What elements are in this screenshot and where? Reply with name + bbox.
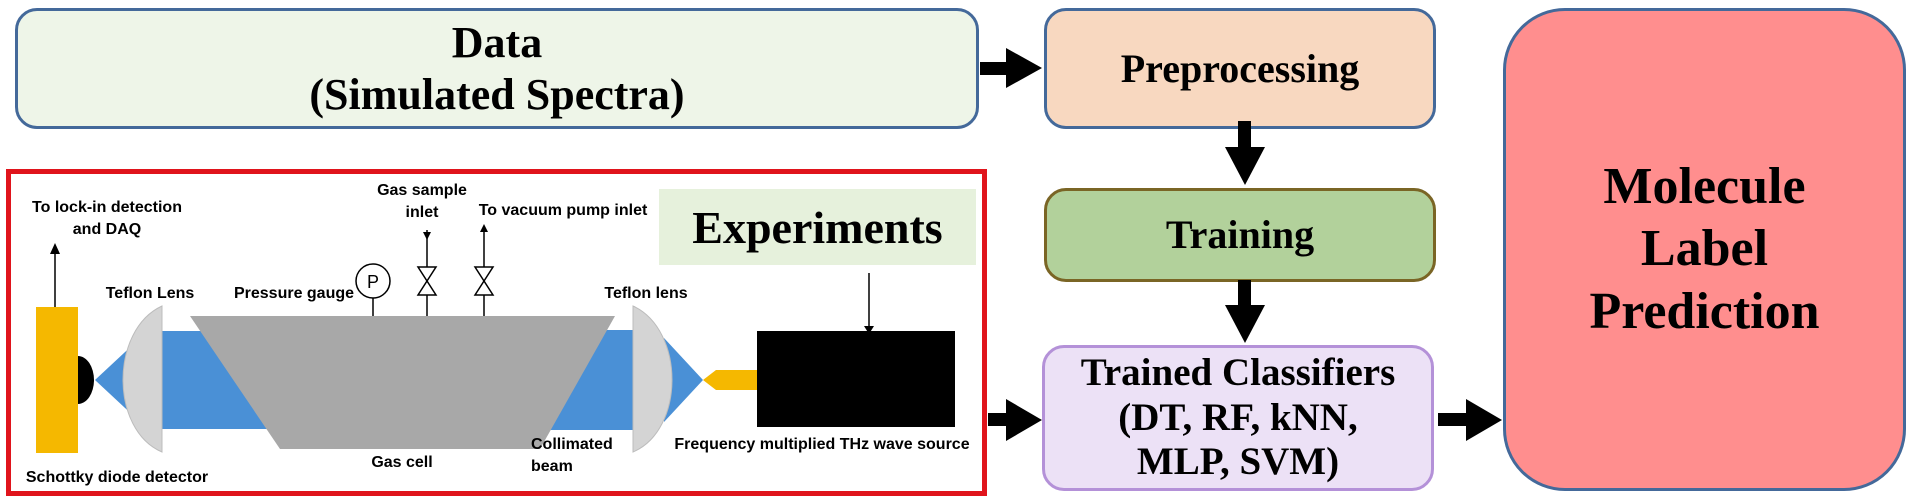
training-label: Training <box>1165 212 1315 258</box>
detector-body <box>36 307 78 453</box>
arrow-preprocessing-to-training <box>1225 121 1265 185</box>
vacuum-valve <box>473 224 495 316</box>
right-focus-cone <box>664 338 703 422</box>
thz-source <box>703 273 955 427</box>
lockin-arrow <box>50 243 60 254</box>
data-subtitle: (Simulated Spectra) <box>309 69 685 119</box>
data-title: Data <box>451 17 543 67</box>
label-collimated-2: beam <box>531 458 573 475</box>
label-teflon-lens-left: Teflon Lens <box>106 285 195 302</box>
molecule-prediction-box: Molecule Label Prediction <box>1503 8 1906 491</box>
classifiers-line-2: (DT, RF, kNN, <box>1118 395 1358 439</box>
source-body <box>757 331 955 427</box>
preprocessing-label: Preprocessing <box>1120 45 1360 91</box>
molecule-line-2: Label <box>1640 220 1769 278</box>
gas-cell <box>190 316 615 449</box>
label-thz-source: Frequency multiplied THz wave source <box>674 436 969 453</box>
classifiers-line-1: Trained Classifiers <box>1080 350 1396 394</box>
teflon-lens-left <box>122 305 163 453</box>
teflon-lens-right <box>632 305 673 453</box>
molecule-line-1: Molecule <box>1603 157 1806 215</box>
label-gas-inlet-1: Gas sample <box>377 182 467 199</box>
label-gas-cell: Gas cell <box>371 454 432 471</box>
gas-inlet-valve <box>416 230 438 316</box>
label-pressure-gauge: Pressure gauge <box>234 285 354 302</box>
classifiers-line-3: MLP, SVM) <box>1136 440 1340 484</box>
molecule-line-3: Prediction <box>1589 282 1820 340</box>
flow-arrows <box>980 48 1502 441</box>
preprocessing-box: Preprocessing <box>1044 8 1436 129</box>
arrow-training-to-classifiers <box>1225 280 1265 343</box>
source-horn <box>703 370 757 390</box>
label-lockin-1: To lock-in detection <box>32 199 182 216</box>
experiments-title: Experiments <box>659 189 976 265</box>
pressure-gauge: P <box>355 263 391 316</box>
label-gas-inlet-2: inlet <box>406 204 440 221</box>
label-lockin-2: and DAQ <box>73 221 141 238</box>
label-vacuum: To vacuum pump inlet <box>479 202 648 219</box>
classifiers-box: Trained Classifiers (DT, RF, kNN, MLP, S… <box>1042 345 1434 491</box>
label-collimated-1: Collimated <box>531 436 613 453</box>
gauge-symbol: P <box>367 272 379 292</box>
data-box: Data (Simulated Spectra) <box>15 8 979 129</box>
schottky-detector <box>36 243 94 453</box>
label-teflon-lens-right: Teflon lens <box>604 285 687 302</box>
label-schottky-detector: Schottky diode detector <box>26 469 208 486</box>
detector-diode <box>78 356 94 404</box>
arrow-experiments-to-classifiers <box>988 399 1042 441</box>
arrow-data-to-preprocessing <box>980 48 1042 88</box>
arrow-classifiers-to-prediction <box>1438 399 1502 441</box>
